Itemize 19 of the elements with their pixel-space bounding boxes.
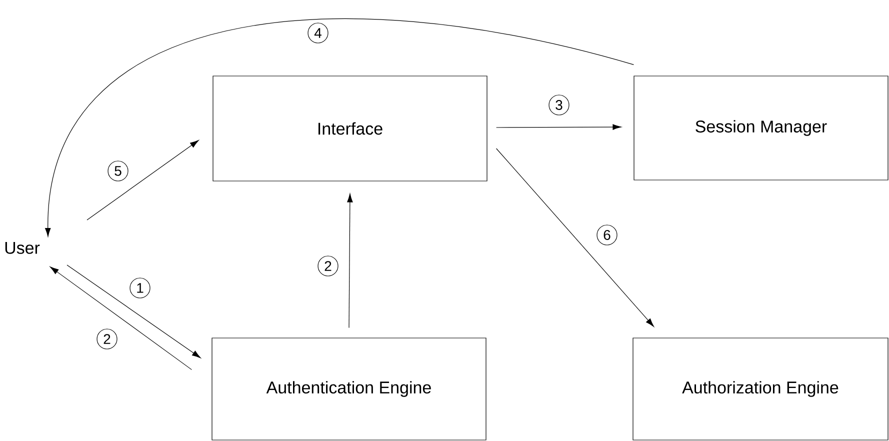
process-box: Authentication Engine (212, 338, 486, 440)
arrow (45, 18, 634, 237)
arrow (86, 140, 199, 220)
step-number: 3 (548, 94, 570, 116)
actor-label: User (5, 242, 40, 254)
step-number: 2 (318, 256, 338, 276)
step-number: 2 (96, 328, 118, 350)
arrow (347, 194, 353, 328)
step-number: 6 (596, 224, 618, 246)
step-number: 5 (108, 160, 128, 182)
process-box: Session Manager (634, 76, 888, 180)
step-number: 4 (308, 22, 328, 44)
arrow (66, 264, 201, 358)
arrow (496, 148, 654, 327)
step-number: 1 (130, 278, 150, 298)
process-box: Interface (212, 76, 488, 182)
arrow (50, 266, 192, 370)
process-box: Authorization Engine (632, 338, 888, 440)
arrow (496, 124, 622, 130)
